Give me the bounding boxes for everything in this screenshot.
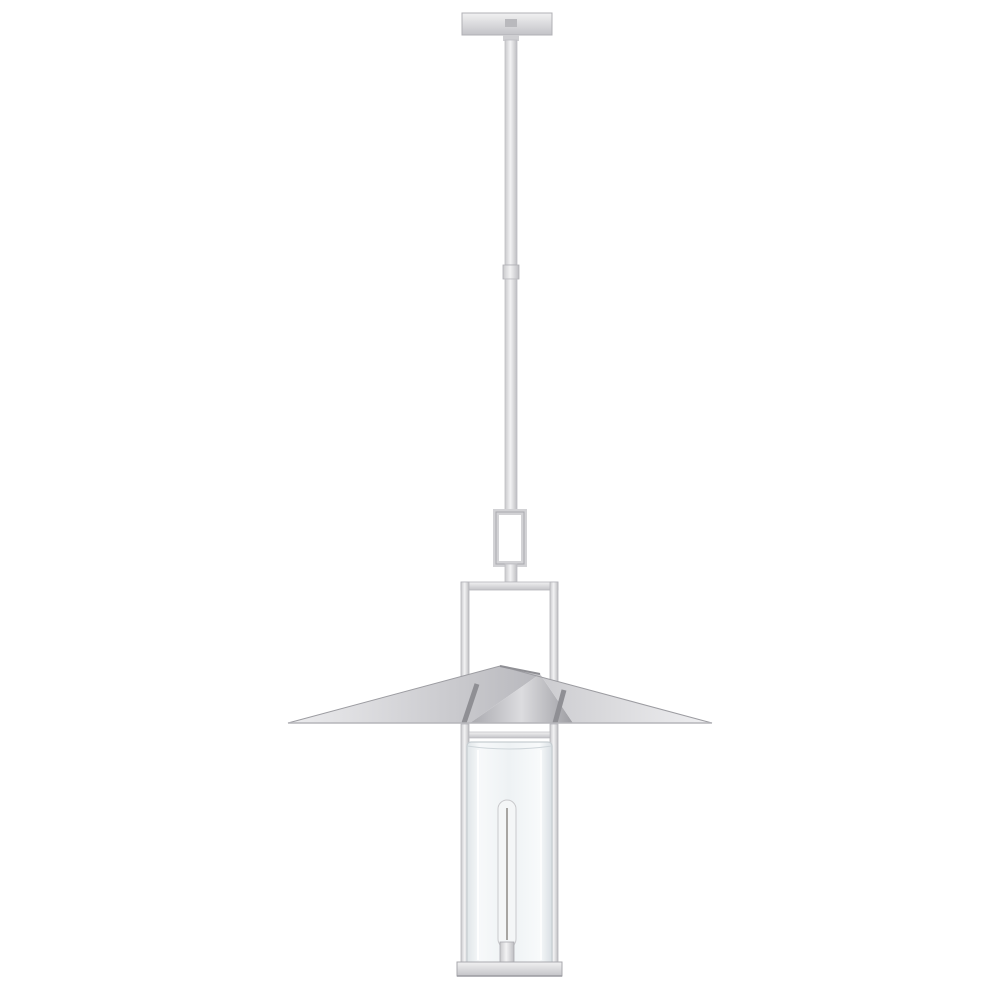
ceiling-canopy <box>461 12 553 41</box>
tube-bulb <box>497 799 517 963</box>
link-connector <box>493 509 527 583</box>
upper-stem-rod <box>502 39 520 513</box>
pyramid-shade <box>287 665 713 724</box>
lantern-base-plate <box>456 961 563 977</box>
